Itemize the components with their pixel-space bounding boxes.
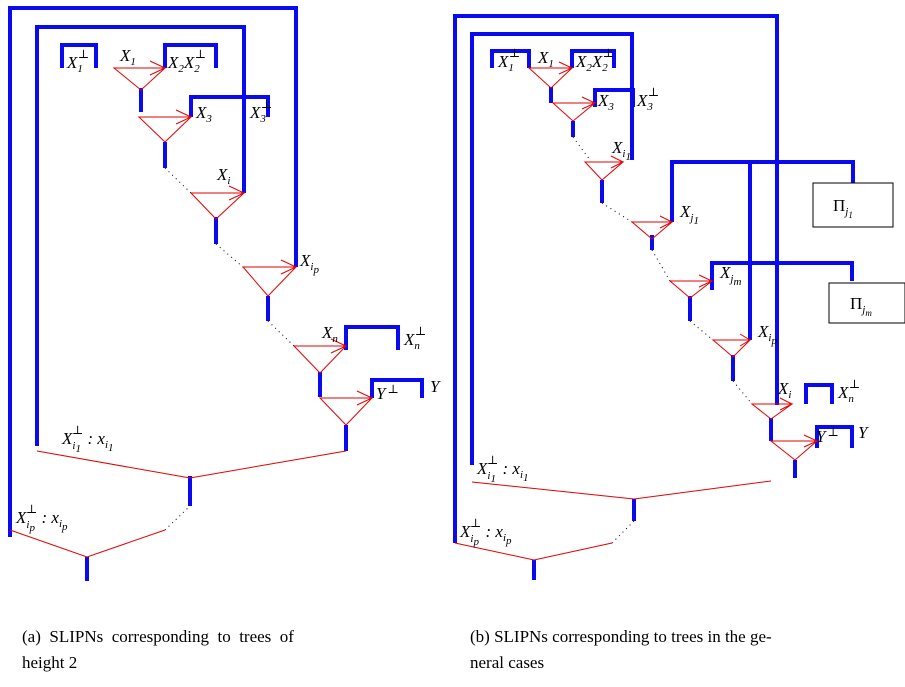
- caption-a: (a) SLIPNs corresponding to trees of hei…: [22, 624, 417, 676]
- label-b-x3-perp: X3⊥: [636, 85, 659, 113]
- label-xn-perp: Xn⊥: [403, 324, 426, 352]
- label-pi-j1: Πj1: [833, 196, 853, 220]
- panel-a-wires: [8, 6, 424, 581]
- label-b-xi1-x-i1: Xi1⊥ : xi1: [476, 453, 529, 485]
- panel-b: Πj1 Πjm X1⊥ X1 X2X2⊥ X3 X3⊥ Xi1 Xj1 Xjm …: [453, 14, 905, 580]
- slipn-diagram: X1⊥ X1 X2X2⊥ X3 X3⊥ Xi Xip Xn Xn⊥ Y⊥ Y X…: [8, 6, 905, 581]
- label-b-xj1: Xj1: [679, 202, 699, 227]
- panel-a-dots: [164, 167, 295, 531]
- label-x3-perp: X3⊥: [249, 97, 272, 125]
- label-b-x1-perp: X1⊥: [497, 46, 520, 74]
- label-b-x3: X3: [597, 91, 614, 113]
- label-x2-x2perp: X2X2⊥: [167, 47, 206, 75]
- label-b-x1: X1: [537, 48, 554, 70]
- caption-b: (b) SLIPNs corresponding to trees in the…: [470, 624, 890, 676]
- label-b-xi1: Xi1: [611, 138, 631, 163]
- label-b-xjm: Xjm: [719, 263, 741, 288]
- panel-b-boxes: Πj1 Πjm: [812, 182, 905, 324]
- panel-b-links: [454, 61, 819, 561]
- label-xi: Xi: [216, 165, 230, 187]
- label-xi1-x-i1: Xi1⊥ : xi1: [61, 423, 114, 455]
- label-xip: Xip: [299, 251, 319, 276]
- label-y: Y: [430, 377, 441, 396]
- label-x1-perp: X1⊥: [66, 47, 89, 75]
- label-xn: Xn: [321, 323, 338, 345]
- caption-b-line2: neral cases: [470, 653, 545, 672]
- label-x3: X3: [195, 103, 212, 125]
- panel-b-labels: X1⊥ X1 X2X2⊥ X3 X3⊥ Xi1 Xj1 Xjm Xip Xi X…: [459, 46, 869, 548]
- label-b-xip: Xip: [757, 322, 777, 347]
- label-b-y: Y: [858, 423, 869, 442]
- box-pi-j1: [812, 182, 894, 228]
- panel-a: X1⊥ X1 X2X2⊥ X3 X3⊥ Xi Xip Xn Xn⊥ Y⊥ Y X…: [8, 6, 441, 581]
- label-b-x2-x2perp: X2X2⊥: [575, 46, 614, 74]
- label-b-xn-perp: Xn⊥: [837, 377, 860, 405]
- panel-b-dots: [572, 136, 753, 544]
- caption-b-line1: (b) SLIPNs corresponding to trees in the…: [470, 627, 772, 646]
- label-pi-jm: Πjm: [850, 294, 872, 318]
- label-x1: X1: [119, 46, 136, 68]
- panel-b-wires: [453, 14, 855, 580]
- box-pi-jm: [828, 282, 905, 324]
- panel-a-labels: X1⊥ X1 X2X2⊥ X3 X3⊥ Xi Xip Xn Xn⊥ Y⊥ Y X…: [15, 46, 441, 534]
- caption-a-line1: (a) SLIPNs corresponding to trees of: [22, 627, 294, 646]
- caption-a-line2: height 2: [22, 653, 78, 672]
- label-b-xn: Xi: [777, 379, 791, 401]
- panel-a-links: [9, 60, 374, 558]
- label-b-y-perp: Y⊥: [816, 425, 839, 446]
- label-y-perp: Y⊥: [376, 382, 399, 403]
- label-xip-x-ip: Xip⊥ : xip: [15, 502, 68, 534]
- label-b-xip-x-ip: Xip⊥ : xip: [459, 516, 512, 548]
